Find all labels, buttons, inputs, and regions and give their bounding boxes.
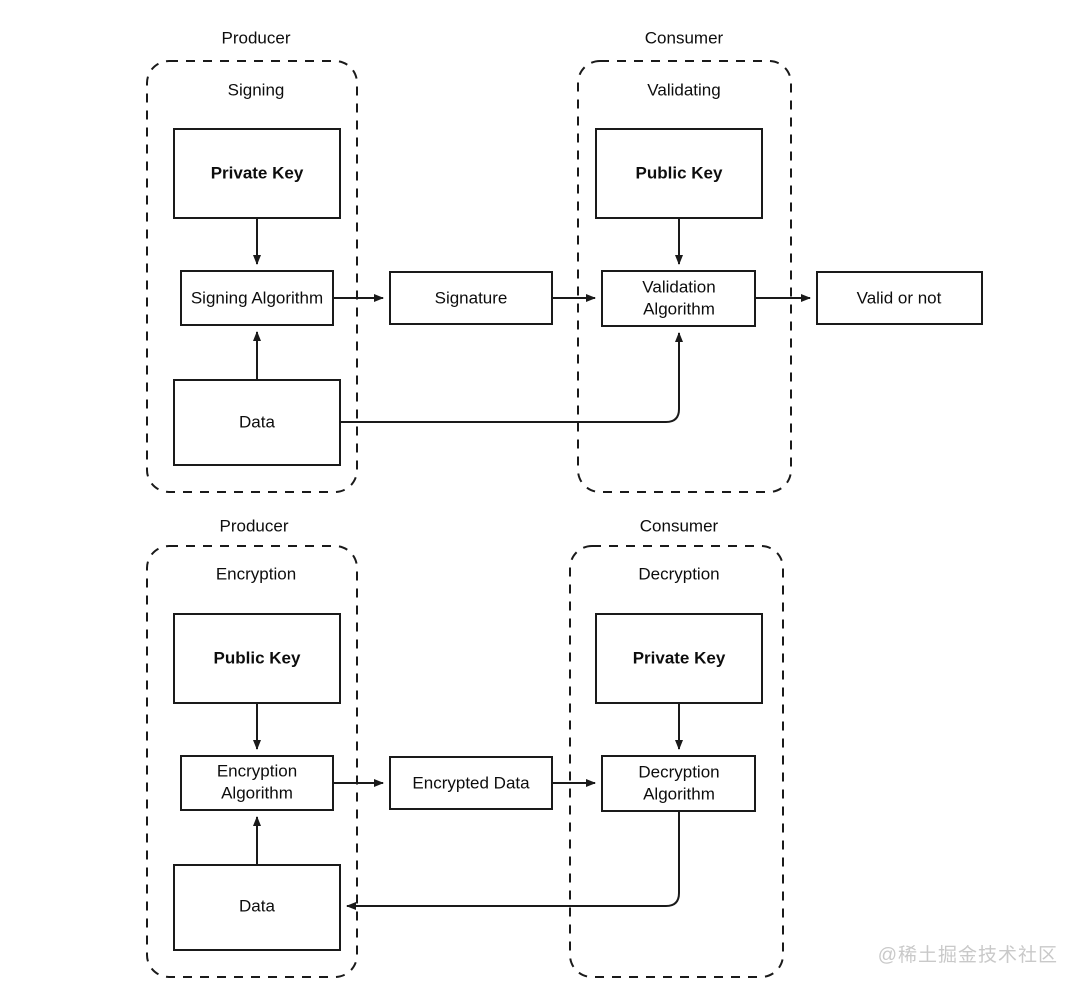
group-title-validating: Validating [647,80,720,99]
node-validation-algorithm-label-line2: Algorithm [643,299,715,318]
node-signature-label: Signature [435,288,508,307]
node-decryption-algorithm[interactable] [601,755,756,812]
node-encryption-algorithm[interactable] [180,755,334,811]
edge-decryption-algorithm-to-data [346,811,680,910]
node-encrypted-data-label: Encrypted Data [412,773,530,792]
node-private-key-decryption-label: Private Key [633,648,726,667]
node-private-key-label: Private Key [211,163,304,182]
node-data-encryption-label: Data [239,896,275,915]
node-encryption-algorithm-label-line2: Algorithm [221,783,293,802]
node-valid-or-not[interactable] [816,271,983,325]
group-container-validating [577,60,792,493]
section-title-consumer-top: Consumer [645,28,724,47]
node-private-key-decryption[interactable] [595,613,763,704]
group-title-signing: Signing [228,80,285,99]
node-public-key-encryption[interactable] [173,613,341,704]
node-signing-algorithm-label: Signing Algorithm [191,288,323,307]
node-public-key[interactable] [595,128,763,219]
node-decryption-algorithm-label-line1: Decryption [638,762,719,781]
section-title-consumer-bottom: Consumer [640,516,719,535]
node-data-signing[interactable] [173,379,341,466]
watermark-text: @稀土掘金技术社区 [877,945,1058,966]
node-decryption-algorithm-label-line2: Algorithm [643,784,715,803]
node-encrypted-data[interactable] [389,756,553,810]
section-title-producer-bottom: Producer [220,516,289,535]
group-title-decryption: Decryption [638,564,719,583]
node-validation-algorithm[interactable] [601,270,756,327]
node-public-key-encryption-label: Public Key [214,648,301,667]
node-data-signing-label: Data [239,412,275,431]
node-data-encryption[interactable] [173,864,341,951]
node-validation-algorithm-label-line1: Validation [642,277,715,296]
node-encryption-algorithm-label-line1: Encryption [217,761,297,780]
node-valid-or-not-label: Valid or not [857,288,942,307]
group-container-signing [146,60,358,493]
node-public-key-label: Public Key [636,163,723,182]
section-title-producer-top: Producer [222,28,291,47]
group-container-encryption [146,545,358,978]
edge-data-to-validation-algorithm [340,332,683,423]
node-signature[interactable] [389,271,553,325]
group-title-encryption: Encryption [216,564,296,583]
group-container-decryption [569,545,784,978]
